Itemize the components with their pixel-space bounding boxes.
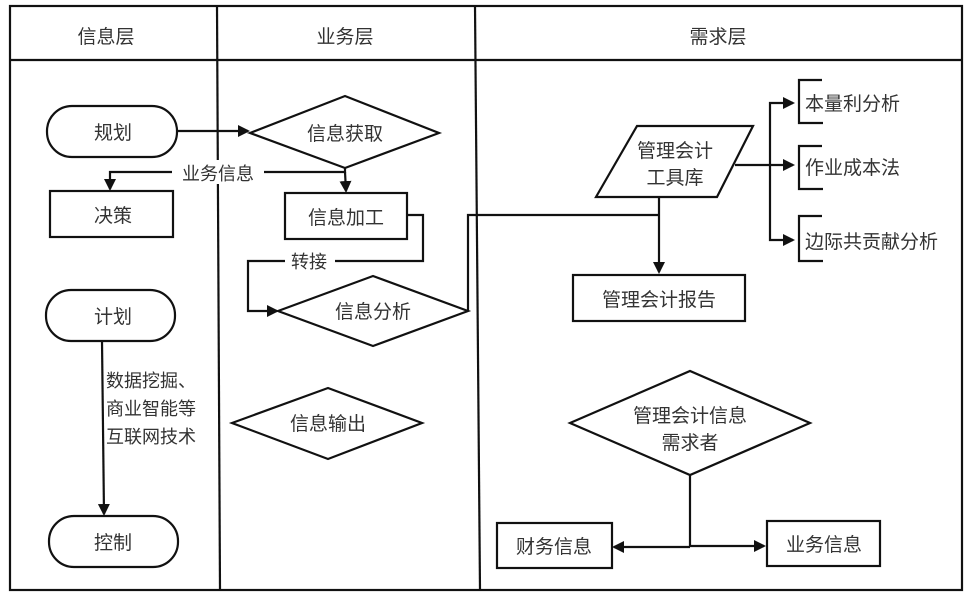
node-decision xyxy=(48,189,175,239)
node-plan xyxy=(44,288,177,343)
lane-header-demand: 需求层 xyxy=(689,26,746,48)
node-info-output xyxy=(228,386,426,461)
edge-label-tech-2: 商业智能等 xyxy=(106,399,196,420)
edge-label-business-info: 业务信息 xyxy=(182,164,254,185)
node-toolkit xyxy=(594,124,755,199)
node-financial-info-label: 财务信息 xyxy=(516,536,592,558)
lane-divider-1 xyxy=(215,5,222,591)
edge-label-tech-1: 数据挖掘、 xyxy=(106,371,196,392)
bracket-cvp xyxy=(797,78,823,125)
edge-toolkit-cvp xyxy=(768,97,795,165)
node-info-acquire xyxy=(246,94,443,170)
node-business-info xyxy=(765,519,882,568)
edge-process-analyze xyxy=(246,213,425,317)
node-demander xyxy=(567,369,813,477)
node-report xyxy=(571,273,747,323)
node-toolkit-label-1: 管理会计 xyxy=(637,140,713,162)
edge-toolkit-marginal xyxy=(768,165,795,246)
edge-label-bg-2 xyxy=(285,249,335,273)
edge-acquire-process xyxy=(339,171,352,193)
edge-label-bg xyxy=(172,160,264,184)
lane-header-business: 业务层 xyxy=(316,26,373,48)
node-info-output-label: 信息输出 xyxy=(290,413,366,435)
node-demander-label-1: 管理会计信息 xyxy=(633,405,747,427)
diagram-frame xyxy=(8,4,964,592)
node-decision-label: 决策 xyxy=(94,205,132,227)
edge-label-tech-3: 互联网技术 xyxy=(106,427,196,448)
lane-divider-2 xyxy=(473,5,482,591)
node-info-acquire-label: 信息获取 xyxy=(307,123,383,145)
node-demander-label-2: 需求者 xyxy=(661,432,718,454)
node-cvp-label: 本量利分析 xyxy=(805,93,900,115)
node-control xyxy=(47,514,180,569)
node-toolkit-label-2: 工具库 xyxy=(646,167,703,189)
edge-analyze-demand xyxy=(466,213,659,311)
node-marginal-label: 边际共贡献分析 xyxy=(805,231,938,253)
bracket-marginal xyxy=(797,214,823,263)
lane-header-info: 信息层 xyxy=(77,26,134,48)
node-abc-label: 作业成本法 xyxy=(805,157,900,179)
node-business-info-label: 业务信息 xyxy=(786,534,862,556)
node-planning-label: 规划 xyxy=(94,122,132,144)
node-report-label: 管理会计报告 xyxy=(602,289,716,311)
node-plan-label: 计划 xyxy=(94,306,132,328)
node-info-analyze-label: 信息分析 xyxy=(335,301,411,323)
bracket-abc xyxy=(797,144,823,191)
edge-plan-control xyxy=(97,340,110,516)
node-info-process-label: 信息加工 xyxy=(308,207,384,229)
node-control-label: 控制 xyxy=(94,532,132,554)
node-financial-info xyxy=(495,521,614,570)
edge-label-transfer: 转接 xyxy=(291,252,327,273)
